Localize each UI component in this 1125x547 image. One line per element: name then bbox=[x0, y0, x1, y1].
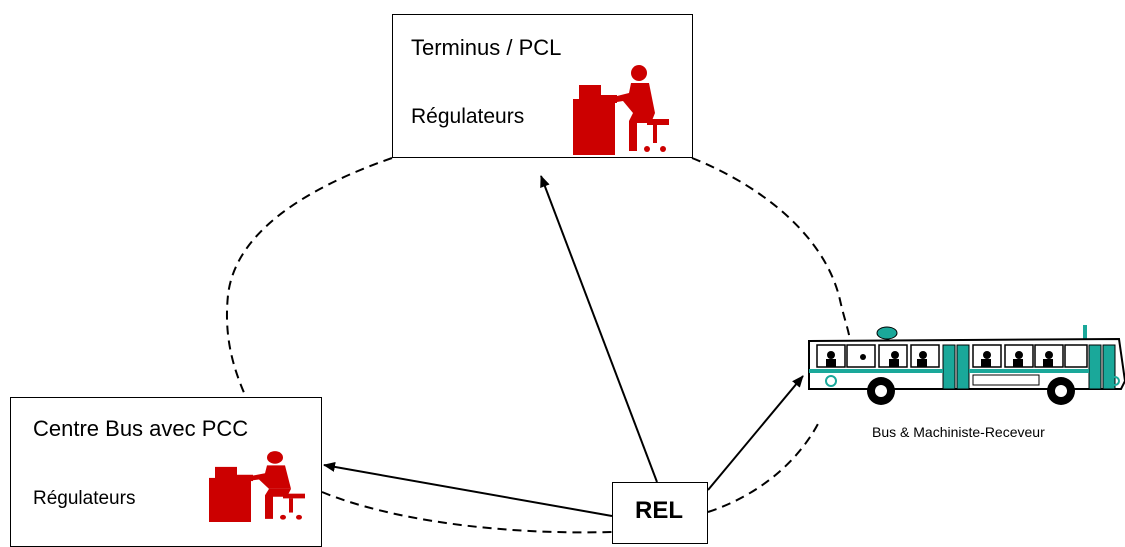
dashed-link-terminus-bus bbox=[691, 157, 851, 341]
bus-caption: Bus & Machiniste-Receveur bbox=[872, 424, 1045, 440]
rel-label: REL bbox=[635, 497, 683, 524]
bus-icon bbox=[808, 325, 1125, 405]
centre-bus-node: Centre Bus avec PCC Régulateurs bbox=[10, 397, 322, 547]
centre-bus-title: Centre Bus avec PCC bbox=[33, 416, 249, 441]
terminus-title: Terminus / PCL bbox=[411, 35, 562, 60]
terminus-subtitle: Régulateurs bbox=[411, 105, 525, 128]
arrow-rel-to-centre-bus bbox=[323, 461, 613, 517]
terminus-node: Terminus / PCL Régulateurs bbox=[392, 14, 693, 158]
dashed-link-centre-rel bbox=[321, 491, 613, 534]
rel-node: REL bbox=[612, 482, 708, 544]
dashed-link-terminus-centre bbox=[225, 157, 393, 396]
arrow-rel-to-terminus bbox=[540, 175, 658, 483]
arrow-rel-to-bus bbox=[707, 375, 804, 491]
centre-bus-subtitle: Régulateurs bbox=[33, 488, 136, 509]
operator-at-computer-icon bbox=[573, 65, 669, 155]
operator-at-computer-icon bbox=[209, 451, 305, 522]
dashed-link-rel-bus bbox=[707, 419, 821, 513]
